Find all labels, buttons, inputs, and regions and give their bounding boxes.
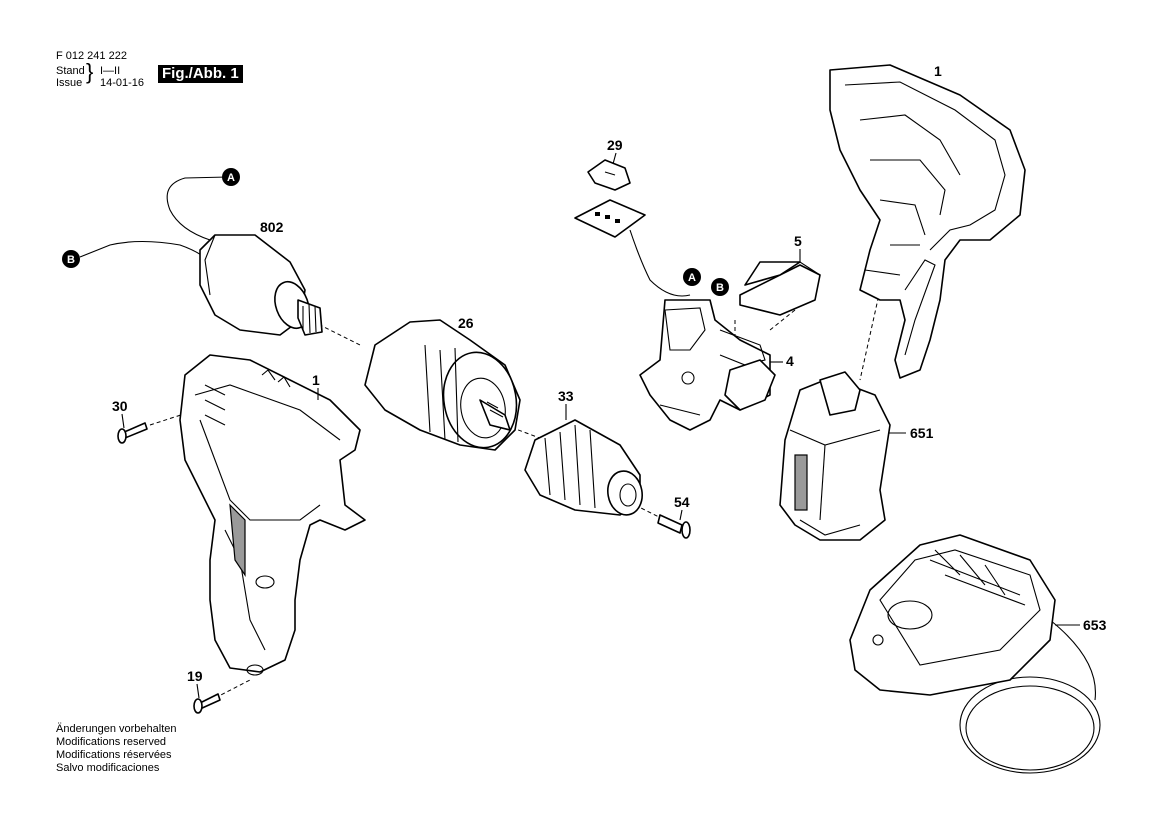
charger xyxy=(849,534,1101,774)
issue-label: Issue xyxy=(56,77,83,89)
callout-26: 26 xyxy=(458,315,474,331)
note-de: Änderungen vorbehalten xyxy=(56,723,177,735)
callout-651: 651 xyxy=(910,425,934,441)
marker-b-switch-label: B xyxy=(716,282,724,294)
housing-half-right xyxy=(829,64,1026,379)
callout-1-top: 1 xyxy=(934,63,942,79)
chuck xyxy=(524,419,643,516)
modification-notes: Änderungen vorbehalten Modifications res… xyxy=(56,723,176,775)
callout-802: 802 xyxy=(260,219,284,235)
battery-pack xyxy=(779,371,891,541)
callout-30: 30 xyxy=(112,398,128,414)
screw-54 xyxy=(657,514,691,539)
callout-5: 5 xyxy=(794,233,802,249)
note-fr: Modifications réservées xyxy=(56,749,172,761)
led-board xyxy=(574,199,646,238)
housing-half-left xyxy=(179,354,366,676)
motor xyxy=(79,176,323,336)
gearbox xyxy=(364,319,521,451)
issue-date: 14-01-16 xyxy=(100,77,145,89)
led-cap xyxy=(587,159,631,191)
marker-a-switch-label: A xyxy=(688,272,696,284)
switch-assembly xyxy=(629,229,776,431)
part-number: F 012 241 222 xyxy=(56,50,127,62)
callout-33: 33 xyxy=(558,388,574,404)
marker-b-wire: B xyxy=(62,250,80,268)
callout-653: 653 xyxy=(1083,617,1107,633)
note-es: Salvo modificaciones xyxy=(56,762,160,774)
marker-b-switch: B xyxy=(711,278,729,296)
callout-19: 19 xyxy=(187,668,203,684)
screw-30 xyxy=(117,422,148,444)
brace-icon: } xyxy=(86,59,94,84)
note-en: Modifications reserved xyxy=(56,736,167,748)
callout-4: 4 xyxy=(786,353,794,369)
screw-19 xyxy=(193,693,221,714)
stand-value: I—II xyxy=(100,65,121,77)
figure-label: Fig./Abb. 1 xyxy=(158,65,243,83)
marker-b-wire-label: B xyxy=(67,254,75,266)
marker-a-wire: A xyxy=(222,168,240,186)
stand-label: Stand xyxy=(56,65,85,77)
marker-a-switch: A xyxy=(683,268,701,286)
marker-a-wire-label: A xyxy=(227,172,235,184)
callout-29: 29 xyxy=(607,137,623,153)
callout-1-housing: 1 xyxy=(312,372,320,388)
callout-54: 54 xyxy=(674,494,690,510)
switch-cover xyxy=(739,261,821,316)
